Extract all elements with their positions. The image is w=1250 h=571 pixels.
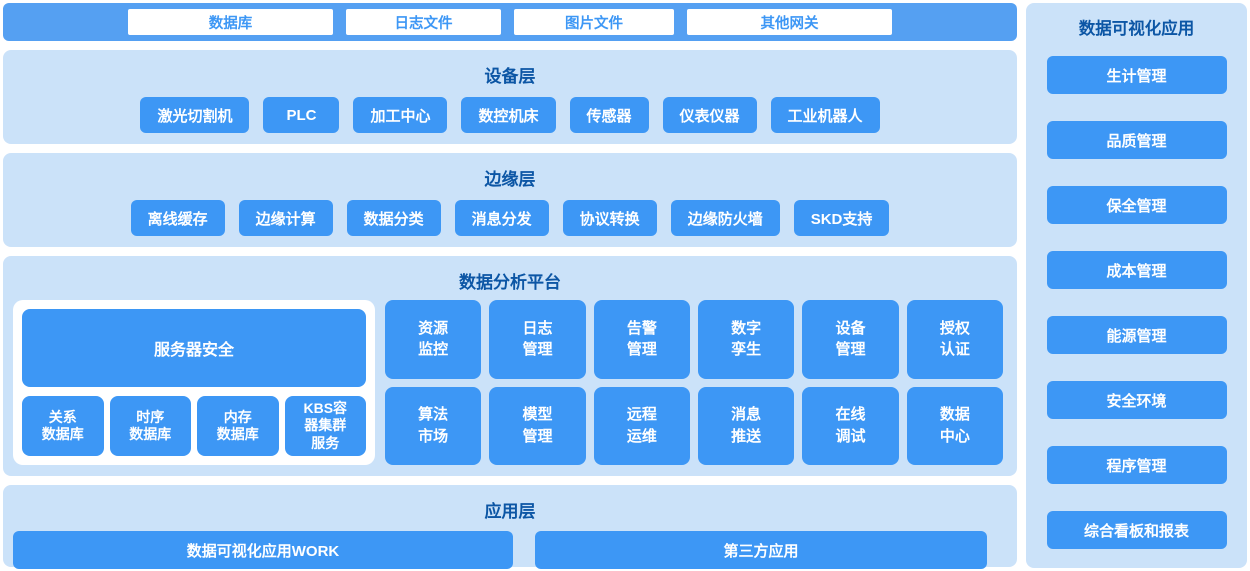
edge-button[interactable]: 边缘防火墙 — [670, 200, 780, 236]
app-layer-title: 应用层 — [484, 502, 536, 521]
database-button[interactable]: 关系 数据库 — [22, 396, 104, 456]
sidebar-button[interactable]: 生计管理 — [1046, 56, 1227, 94]
platform-body: 服务器安全 关系 数据库 时序 数据库 内存 数据库 KBS容 器集群 服务 资… — [13, 300, 1003, 465]
edge-button[interactable]: 消息分发 — [454, 200, 549, 236]
gateway-button-imagefile[interactable]: 图片文件 — [514, 9, 674, 35]
visualization-sidebar: 数据可视化应用 生计管理 品质管理 保全管理 成本管理 能源管理 安全环境 程序… — [1026, 3, 1247, 568]
platform-service-button[interactable]: 模型 管理 — [489, 386, 586, 465]
device-button[interactable]: 工业机器人 — [770, 97, 880, 133]
sidebar-button[interactable]: 成本管理 — [1046, 251, 1227, 289]
database-button-row: 关系 数据库 时序 数据库 内存 数据库 KBS容 器集群 服务 — [22, 396, 366, 456]
sidebar-button[interactable]: 保全管理 — [1046, 186, 1227, 224]
platform-service-button[interactable]: 消息 推送 — [698, 386, 795, 465]
app-button-visualization-work[interactable]: 数据可视化应用WORK — [13, 531, 513, 569]
database-button[interactable]: KBS容 器集群 服务 — [284, 396, 366, 456]
platform-title: 数据分析平台 — [459, 273, 561, 292]
main-column: 数据库 日志文件 图片文件 其他网关 设备层 激光切割机 PLC 加工中心 数控… — [3, 3, 1017, 569]
edge-layer-title: 边缘层 — [484, 170, 536, 189]
platform-service-button[interactable]: 授权 认证 — [906, 300, 1003, 379]
device-button[interactable]: 激光切割机 — [140, 97, 250, 133]
device-layer-title: 设备层 — [484, 67, 536, 86]
edge-button[interactable]: 边缘计算 — [238, 200, 333, 236]
device-button[interactable]: 加工中心 — [353, 97, 448, 133]
platform-service-grid: 资源 监控 日志 管理 告警 管理 数字 孪生 设备 管理 授权 认证 算法 市… — [385, 300, 1003, 465]
edge-button[interactable]: SKD支持 — [793, 200, 890, 236]
app-button-row: 数据可视化应用WORK 第三方应用 — [13, 531, 1017, 569]
device-button[interactable]: 仪表仪器 — [662, 97, 757, 133]
server-security-button[interactable]: 服务器安全 — [22, 309, 366, 387]
sidebar-button[interactable]: 品质管理 — [1046, 121, 1227, 159]
device-layer-panel: 设备层 激光切割机 PLC 加工中心 数控机床 传感器 仪表仪器 工业机器人 — [3, 50, 1017, 144]
platform-service-button[interactable]: 日志 管理 — [489, 300, 586, 379]
gateway-button-logfile[interactable]: 日志文件 — [346, 9, 501, 35]
sidebar-button[interactable]: 综合看板和报表 — [1046, 511, 1227, 549]
platform-service-button[interactable]: 告警 管理 — [593, 300, 690, 379]
gateway-button-database[interactable]: 数据库 — [128, 9, 333, 35]
platform-panel: 数据分析平台 服务器安全 关系 数据库 时序 数据库 内存 数据库 KBS容 器… — [3, 256, 1017, 476]
platform-service-button[interactable]: 资源 监控 — [385, 300, 482, 379]
sidebar-button[interactable]: 安全环境 — [1046, 381, 1227, 419]
platform-service-button[interactable]: 远程 运维 — [593, 386, 690, 465]
edge-button[interactable]: 数据分类 — [346, 200, 441, 236]
database-button[interactable]: 时序 数据库 — [109, 396, 191, 456]
edge-button-row: 离线缓存 边缘计算 数据分类 消息分发 协议转换 边缘防火墙 SKD支持 — [3, 200, 1017, 236]
sidebar-button-list: 生计管理 品质管理 保全管理 成本管理 能源管理 安全环境 程序管理 综合看板和… — [1046, 56, 1227, 549]
gateway-button-other[interactable]: 其他网关 — [687, 9, 892, 35]
device-button[interactable]: 传感器 — [569, 97, 649, 133]
edge-layer-panel: 边缘层 离线缓存 边缘计算 数据分类 消息分发 协议转换 边缘防火墙 SKD支持 — [3, 153, 1017, 247]
database-button[interactable]: 内存 数据库 — [197, 396, 279, 456]
platform-service-button[interactable]: 数据 中心 — [906, 386, 1003, 465]
edge-button[interactable]: 协议转换 — [562, 200, 657, 236]
device-button-row: 激光切割机 PLC 加工中心 数控机床 传感器 仪表仪器 工业机器人 — [3, 97, 1017, 133]
platform-service-button[interactable]: 在线 调试 — [802, 386, 899, 465]
app-layer-panel: 应用层 数据可视化应用WORK 第三方应用 — [3, 485, 1017, 569]
gateway-bar: 数据库 日志文件 图片文件 其他网关 — [3, 3, 1017, 41]
platform-service-button[interactable]: 设备 管理 — [802, 300, 899, 379]
sidebar-button[interactable]: 程序管理 — [1046, 446, 1227, 484]
edge-button[interactable]: 离线缓存 — [130, 200, 225, 236]
sidebar-title: 数据可视化应用 — [1078, 20, 1195, 38]
device-button[interactable]: 数控机床 — [461, 97, 556, 133]
platform-service-button[interactable]: 数字 孪生 — [698, 300, 795, 379]
app-button-third-party[interactable]: 第三方应用 — [535, 531, 987, 569]
database-subpanel: 服务器安全 关系 数据库 时序 数据库 内存 数据库 KBS容 器集群 服务 — [13, 300, 375, 465]
platform-service-button[interactable]: 算法 市场 — [385, 386, 482, 465]
sidebar-button[interactable]: 能源管理 — [1046, 316, 1227, 354]
device-button[interactable]: PLC — [263, 97, 340, 133]
